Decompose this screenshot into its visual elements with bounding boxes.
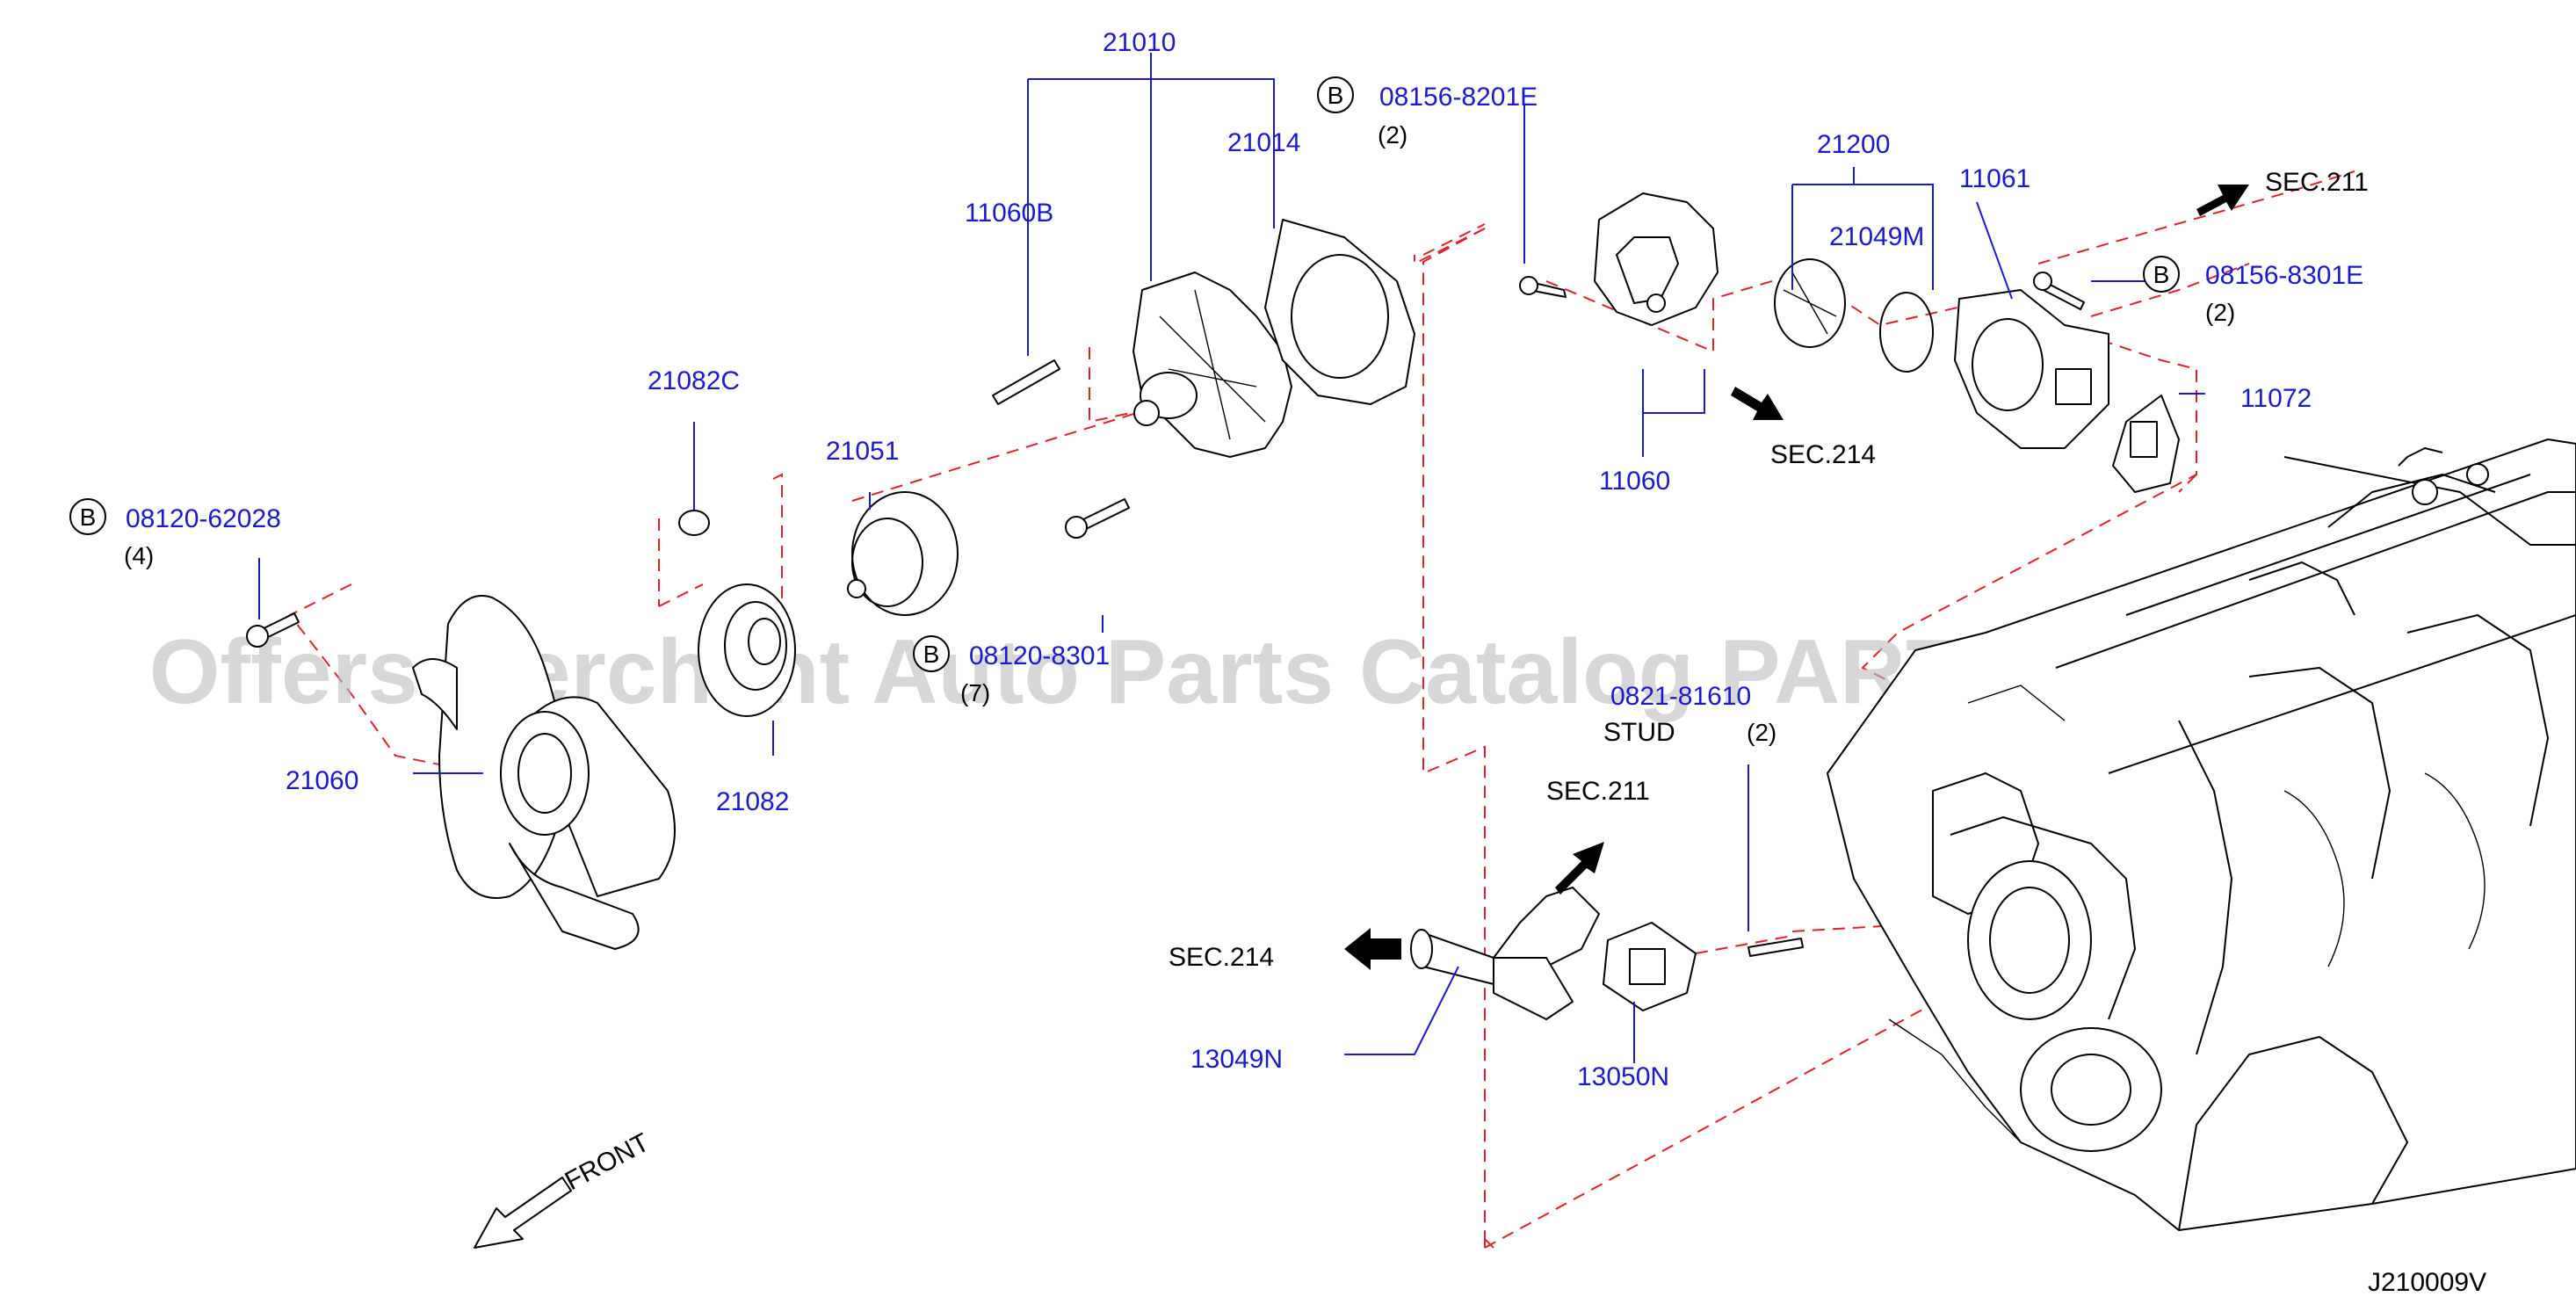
fan-illustration — [412, 595, 676, 950]
part-label-21010[interactable]: 21010 — [1103, 28, 1176, 57]
part-label-11072[interactable]: 11072 — [2240, 384, 2312, 413]
front-arrow-icon — [474, 1177, 572, 1249]
sec214-left-label[interactable]: SEC.214 — [1169, 943, 1274, 972]
qty-08120-62028: (4) — [124, 542, 154, 569]
part-label-08156-8301e[interactable]: 08156-8301E — [2205, 261, 2363, 290]
qty-08156-8201e: (2) — [1378, 121, 1407, 149]
part-label-21051[interactable]: 21051 — [826, 437, 899, 466]
b-circle-08156-8301e: B — [2143, 256, 2180, 293]
arrow-sec214-left — [1344, 928, 1401, 970]
part-label-13049n[interactable]: 13049N — [1190, 1045, 1283, 1074]
bolt-08120-8301-illustration — [1065, 498, 1130, 539]
part-label-11061[interactable]: 11061 — [1959, 164, 2030, 193]
arrow-sec214-mid — [1731, 387, 1784, 420]
water-pipe-illustration — [1410, 887, 1804, 1020]
b-circle-08156-8201e: B — [1317, 76, 1354, 113]
pulley-illustration — [847, 491, 959, 616]
part-label-08120-8301[interactable]: 08120-8301 — [969, 641, 1110, 670]
part-label-21200[interactable]: 21200 — [1817, 130, 1890, 159]
sec211-mid-label[interactable]: SEC.211 — [1546, 777, 1650, 806]
part-label-21049m[interactable]: 21049M — [1829, 222, 1924, 251]
diagram-code: J210009V — [2368, 1268, 2486, 1297]
part-label-13050n[interactable]: 13050N — [1577, 1062, 1669, 1091]
part-label-21014[interactable]: 21014 — [1227, 128, 1300, 157]
section-arrows — [1344, 185, 2249, 970]
arrow-sec211-top — [2196, 185, 2249, 216]
engine-block-illustration — [1827, 438, 2576, 1231]
leader-lines — [258, 53, 2205, 1063]
part-label-21060[interactable]: 21060 — [286, 766, 358, 795]
svg-text:B: B — [80, 503, 97, 531]
bolt-08120-62028-illustration — [246, 612, 300, 648]
arrow-sec211-mid — [1555, 842, 1604, 895]
stud-11060b-illustration — [992, 359, 1060, 405]
part-label-21082[interactable]: 21082 — [716, 787, 789, 816]
part-label-08120-62028[interactable]: 08120-62028 — [126, 504, 281, 533]
qty-stud: (2) — [1747, 719, 1776, 746]
nut-21082c-illustration — [678, 510, 710, 536]
sec211-top-label[interactable]: SEC.211 — [2265, 168, 2369, 197]
b-circle-08120-8301: B — [913, 635, 950, 672]
svg-text:B: B — [2153, 261, 2170, 288]
water-pump-illustration — [1132, 219, 1415, 458]
thermostat-illustration — [1774, 258, 1934, 373]
svg-text:B: B — [1328, 82, 1344, 109]
stud-label: STUD — [1603, 718, 1675, 747]
front-label: FRONT — [561, 1128, 655, 1197]
thermostat-cover-illustration — [1519, 192, 1719, 326]
part-label-0821-81610[interactable]: 0821-81610 — [1610, 682, 1751, 711]
qty-08120-8301: (7) — [960, 679, 990, 706]
part-label-11060b[interactable]: 11060B — [965, 199, 1053, 228]
sec214-mid-label[interactable]: SEC.214 — [1770, 440, 1876, 469]
water-outlet-illustration — [1954, 272, 2180, 493]
qty-08156-8301e: (2) — [2205, 299, 2235, 326]
part-label-21082c[interactable]: 21082C — [648, 366, 740, 395]
part-label-08156-8201e[interactable]: 08156-8201E — [1379, 83, 1538, 112]
fan-coupling-illustration — [698, 583, 796, 717]
part-label-11060[interactable]: 11060 — [1599, 467, 1670, 496]
b-circle-08120-62028: B — [69, 498, 106, 535]
svg-text:B: B — [923, 641, 940, 668]
